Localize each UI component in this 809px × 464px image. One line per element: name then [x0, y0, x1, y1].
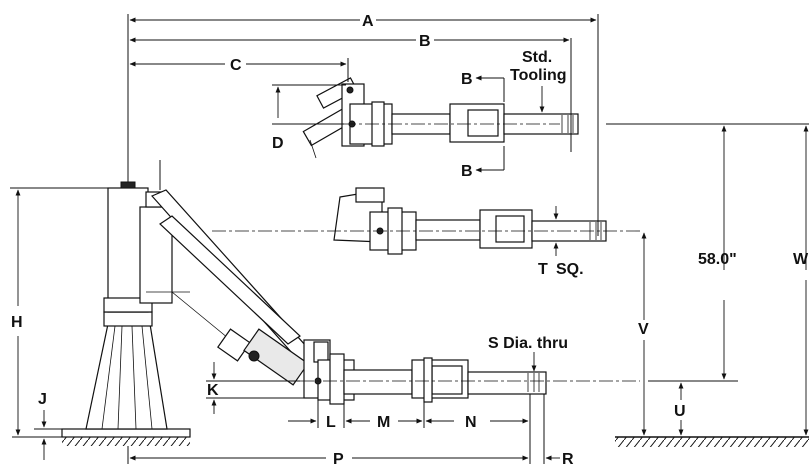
floor-right — [615, 436, 809, 447]
dimension-lines-top — [129, 14, 599, 236]
dimension-labels: A B C D B B Std. Tooling T SQ. H J K L M… — [11, 13, 809, 464]
label-b-arrow-top: B — [461, 71, 473, 88]
column-base — [85, 311, 168, 430]
dimension-lines-bottom — [127, 352, 560, 464]
dimension-lines-left — [10, 187, 304, 460]
label-58: 58.0" — [698, 251, 737, 268]
label-tooling: Tooling — [510, 67, 567, 84]
floor-left — [61, 428, 191, 446]
label-h: H — [11, 314, 23, 331]
label-b-top: B — [419, 33, 431, 50]
label-t: T — [538, 261, 548, 278]
label-m: M — [377, 414, 390, 431]
label-sq: SQ. — [556, 261, 584, 278]
label-u: U — [674, 403, 686, 420]
label-k: K — [207, 382, 219, 399]
dimension-lines-right — [606, 123, 809, 436]
label-r: R — [562, 451, 574, 464]
upper-arm — [302, 77, 579, 159]
arm-links — [150, 160, 333, 386]
label-w: W — [793, 251, 809, 268]
label-s-dia: S Dia. thru — [488, 335, 568, 352]
label-p: P — [333, 451, 344, 464]
label-a: A — [362, 13, 374, 30]
label-b-arrow-bottom: B — [461, 163, 473, 180]
lower-arm — [300, 339, 640, 405]
label-std: Std. — [522, 49, 552, 66]
middle-arm — [212, 187, 640, 255]
label-l: L — [326, 414, 336, 431]
label-v: V — [638, 321, 649, 338]
label-d: D — [272, 135, 284, 152]
label-c: C — [230, 57, 242, 74]
label-j: J — [38, 391, 47, 408]
label-n: N — [465, 414, 477, 431]
